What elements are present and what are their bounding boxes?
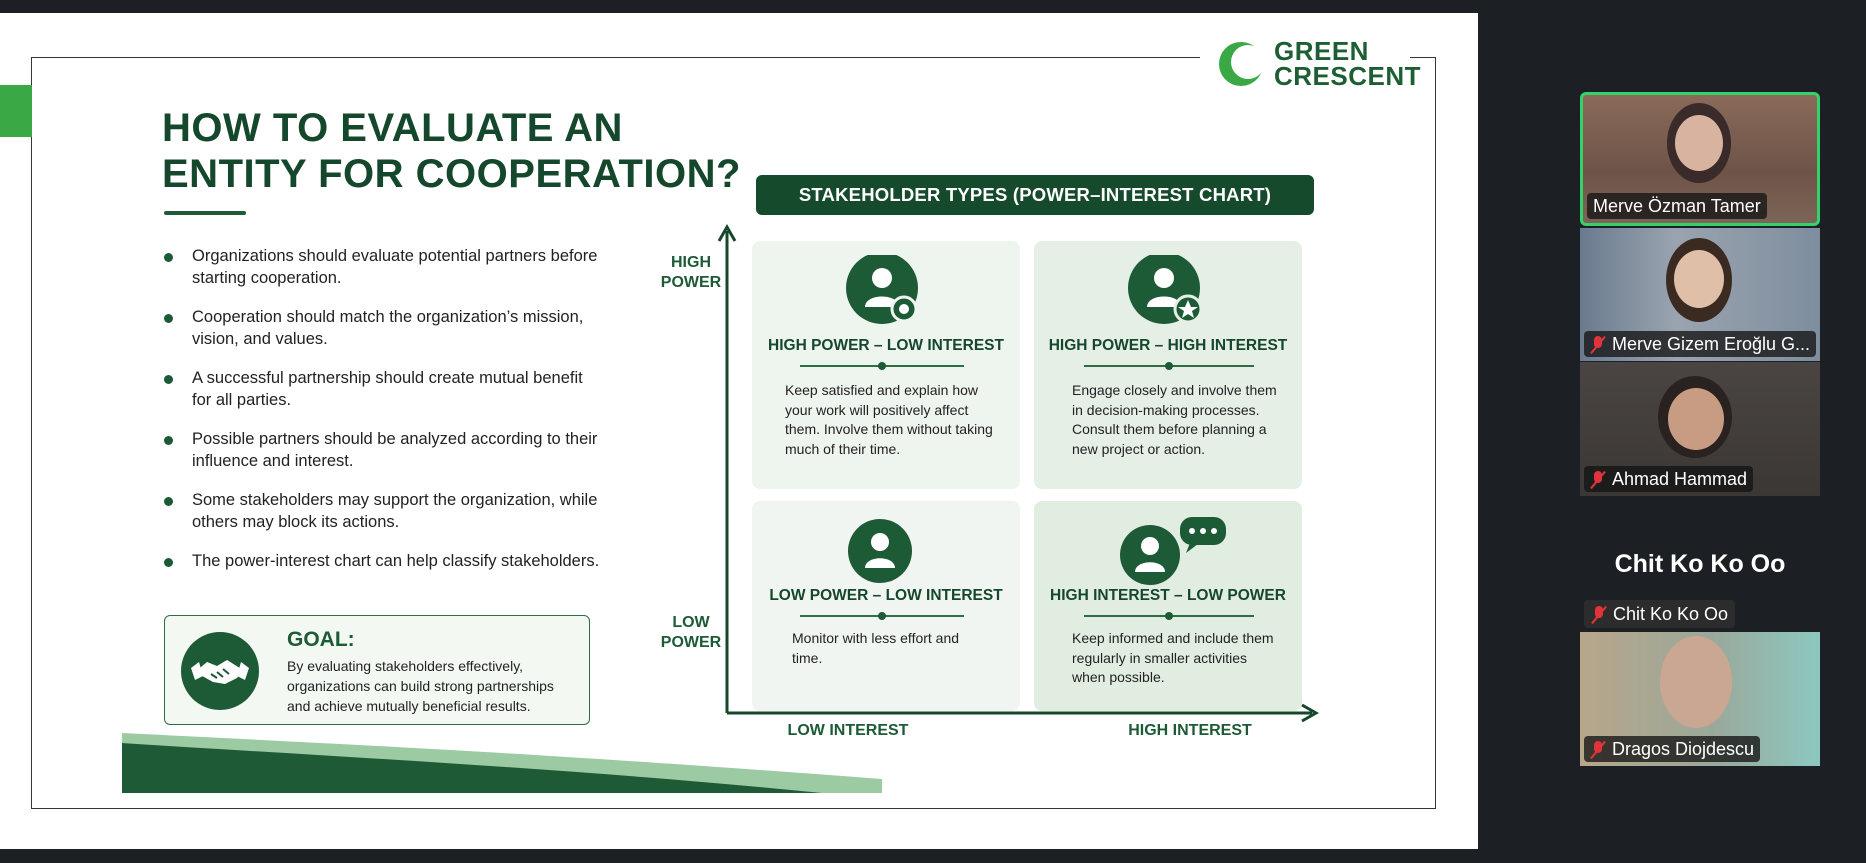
slide-frame xyxy=(31,57,1436,809)
x-axis-high-label: HIGH INTEREST xyxy=(1128,722,1252,739)
y-axis-high-label: HIGH POWER xyxy=(656,253,726,293)
quadrant-high-interest-low-power: HIGH INTEREST – LOW POWER Keep informed … xyxy=(1034,501,1302,711)
quadrant-divider-dot xyxy=(1165,612,1173,620)
slide-accent-bar xyxy=(0,85,32,137)
mic-muted-icon xyxy=(1590,335,1606,353)
mic-muted-icon xyxy=(1590,740,1606,758)
slide-title-line1: HOW TO EVALUATE AN xyxy=(162,106,623,150)
green-crescent-logo: GREEN CRESCENT xyxy=(1218,35,1422,91)
quadrant-title: HIGH POWER – HIGH INTEREST xyxy=(1048,337,1288,354)
bullet-item: Some stakeholders may support the organi… xyxy=(162,489,602,533)
logo-text-line2: CRESCENT xyxy=(1274,61,1422,91)
participant-face xyxy=(1668,388,1724,450)
mic-muted-icon xyxy=(1591,605,1607,623)
handshake-icon xyxy=(181,632,259,710)
quadrant-low-power-low-interest: LOW POWER – LOW INTEREST Monitor with le… xyxy=(752,501,1020,711)
goal-box: GOAL: By evaluating stakeholders effecti… xyxy=(164,615,590,725)
quadrant-text: Keep satisfied and explain how your work… xyxy=(785,382,993,457)
y-high-line2: POWER xyxy=(660,274,722,291)
chart-header: STAKEHOLDER TYPES (POWER–INTEREST CHART) xyxy=(756,175,1314,215)
bullet-item: Organizations should evaluate potential … xyxy=(162,245,602,289)
quadrant-high-power-low-interest: HIGH POWER – LOW INTEREST Keep satisfied… xyxy=(752,241,1020,489)
goal-text: By evaluating stakeholders effectively, … xyxy=(287,658,554,714)
person-chat-icon xyxy=(1120,517,1226,585)
quadrant-high-power-high-interest: HIGH POWER – HIGH INTEREST Engage closel… xyxy=(1034,241,1302,489)
logo-text: GREEN CRESCENT xyxy=(1274,36,1422,91)
bullet-item: Cooperation should match the organizatio… xyxy=(162,306,602,350)
quadrant-divider-dot xyxy=(878,362,886,370)
quadrant-title: HIGH INTEREST – LOW POWER xyxy=(1050,587,1286,604)
goal-title: GOAL: xyxy=(287,628,355,651)
slide-title: HOW TO EVALUATE AN ENTITY FOR COOPERATIO… xyxy=(162,105,762,197)
person-icon xyxy=(848,519,912,583)
quadrant-text: Engage closely and involve them in decis… xyxy=(1072,382,1277,457)
person-gear-icon xyxy=(846,255,918,324)
chart-axes xyxy=(717,223,1320,723)
bullet-item: A successful partnership should create m… xyxy=(162,367,602,411)
person-star-icon xyxy=(1128,255,1203,324)
mic-muted-icon xyxy=(1590,470,1606,488)
participant-name-label: Ahmad Hammad xyxy=(1584,466,1754,492)
bullet-list: Organizations should evaluate potential … xyxy=(162,245,602,589)
participant-face xyxy=(1674,250,1724,308)
quadrant-divider-dot xyxy=(1165,362,1173,370)
participant-tile[interactable]: Ahmad Hammad xyxy=(1580,362,1820,496)
y-high-line1: HIGH xyxy=(671,254,711,271)
participant-name-label: Merve Gizem Eroğlu G... xyxy=(1584,331,1817,357)
participant-name-label[interactable]: Chit Ko Ko Oo xyxy=(1584,600,1736,628)
y-axis-low-label: LOW POWER xyxy=(646,613,736,653)
slide-title-line2: ENTITY FOR COOPERATION? xyxy=(162,152,741,196)
participant-name: Dragos Diojdescu xyxy=(1612,739,1755,759)
y-low-line1: LOW xyxy=(672,614,710,631)
participant-name: Merve Gizem Eroğlu G... xyxy=(1612,334,1811,354)
quadrant-text: Keep informed and include them regularly… xyxy=(1072,630,1274,685)
participant-tile[interactable]: Merve Gizem Eroğlu G... xyxy=(1580,228,1820,361)
participant-tile[interactable]: Merve Özman Tamer xyxy=(1580,92,1820,226)
participant-name: Chit Ko Ko Oo xyxy=(1613,604,1729,624)
decorative-wave xyxy=(122,733,882,793)
x-axis-low-label: LOW INTEREST xyxy=(787,722,909,739)
bullet-item: Possible partners should be analyzed acc… xyxy=(162,428,602,472)
crescent-icon xyxy=(1219,42,1264,86)
participant-name-label: Merve Özman Tamer xyxy=(1587,193,1767,219)
title-underline xyxy=(164,211,246,215)
bullet-item: The power-interest chart can help classi… xyxy=(162,550,602,572)
video-off-participant-name: Chit Ko Ko Oo xyxy=(1614,550,1786,578)
participant-face xyxy=(1675,115,1723,171)
y-low-line2: POWER xyxy=(660,634,722,651)
quadrant-text: Monitor with less effort and time. xyxy=(792,630,960,666)
participant-face xyxy=(1660,636,1732,728)
participant-name: Ahmad Hammad xyxy=(1612,469,1748,489)
participant-tile[interactable]: Dragos Diojdescu xyxy=(1580,632,1820,766)
quadrant-title: HIGH POWER – LOW INTEREST xyxy=(768,337,1004,354)
participant-name: Merve Özman Tamer xyxy=(1593,196,1761,216)
logo-text-line1: GREEN xyxy=(1274,36,1369,66)
participant-name-label: Dragos Diojdescu xyxy=(1584,736,1761,762)
shared-screen-slide: GREEN CRESCENT HOW TO EVALUATE AN ENTITY… xyxy=(0,13,1478,849)
quadrant-title: LOW POWER – LOW INTEREST xyxy=(769,587,1003,604)
quadrant-divider-dot xyxy=(878,612,886,620)
